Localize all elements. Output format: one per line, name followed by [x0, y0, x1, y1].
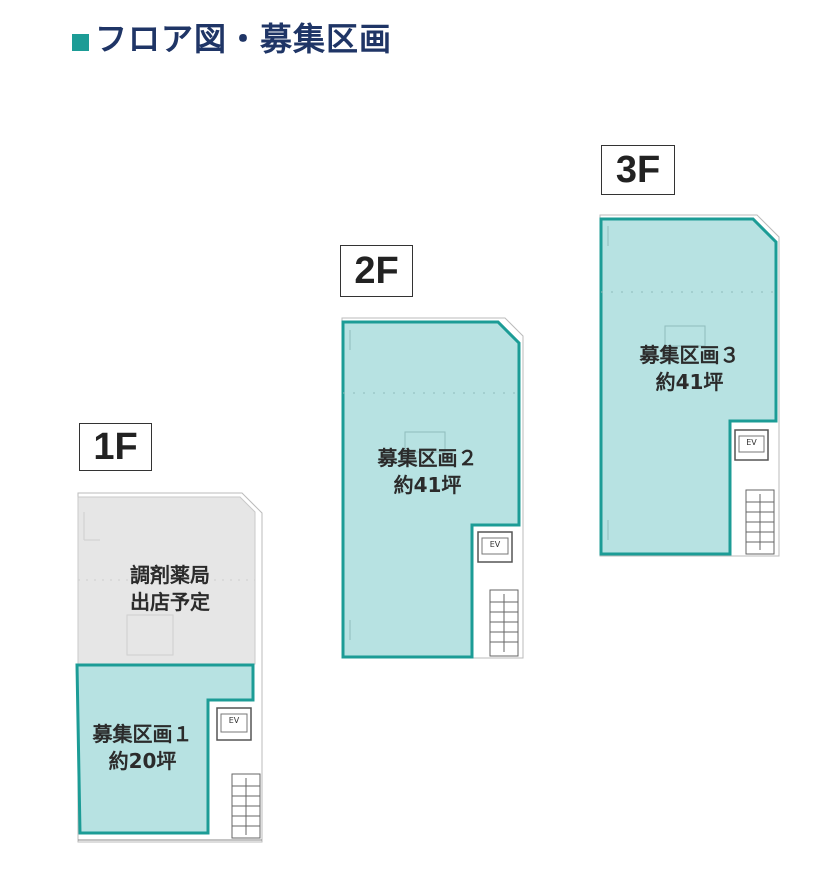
- vacant-area-1-name: 募集区画１: [92, 722, 193, 746]
- page-title: フロア図・募集区画: [72, 14, 392, 60]
- vacant-area-2-label: 募集区画２ 約41坪: [355, 445, 500, 499]
- floor-tag-1f: 1F: [79, 423, 152, 471]
- stairs-3f: [745, 489, 775, 555]
- elevator-3f: [734, 429, 769, 461]
- vacant-area-1-size: 約20坪: [108, 749, 177, 773]
- floor-tag-2f: 2F: [340, 245, 413, 297]
- floor-tag-3f: 3F: [601, 145, 675, 195]
- pharmacy-note: 出店予定: [130, 590, 210, 614]
- vacant-area-1: [75, 663, 255, 835]
- stairs-1f: [231, 773, 261, 839]
- vacant-area-3-size: 約41坪: [655, 370, 724, 394]
- elevator-label-2f: EV: [489, 540, 501, 549]
- stairs-2f: [489, 589, 519, 657]
- pharmacy-label: 調剤薬局 出店予定: [100, 562, 240, 616]
- elevator-1f: [216, 707, 252, 741]
- title-marker-square: [72, 33, 89, 51]
- elevator-label-1f: EV: [228, 716, 240, 725]
- vacant-area-3-label: 募集区画３ 約41坪: [617, 342, 762, 396]
- vacant-area-2: [341, 320, 521, 659]
- vacant-area-2-size: 約41坪: [393, 473, 462, 497]
- vacant-area-3: [599, 217, 778, 556]
- floor-plan-1f: [75, 492, 263, 843]
- vacant-area-3-name: 募集区画３: [639, 343, 740, 367]
- page-title-text: フロア図・募集区画: [95, 20, 393, 58]
- elevator-2f: [477, 531, 513, 563]
- vacant-area-1-label: 募集区画１ 約20坪: [70, 721, 215, 775]
- floor-plan-3f: [599, 214, 780, 557]
- elevator-label-3f: EV: [746, 438, 757, 447]
- floor-plan-2f: [341, 317, 524, 659]
- vacant-area-2-name: 募集区画２: [377, 446, 478, 470]
- pharmacy-name: 調剤薬局: [130, 563, 210, 587]
